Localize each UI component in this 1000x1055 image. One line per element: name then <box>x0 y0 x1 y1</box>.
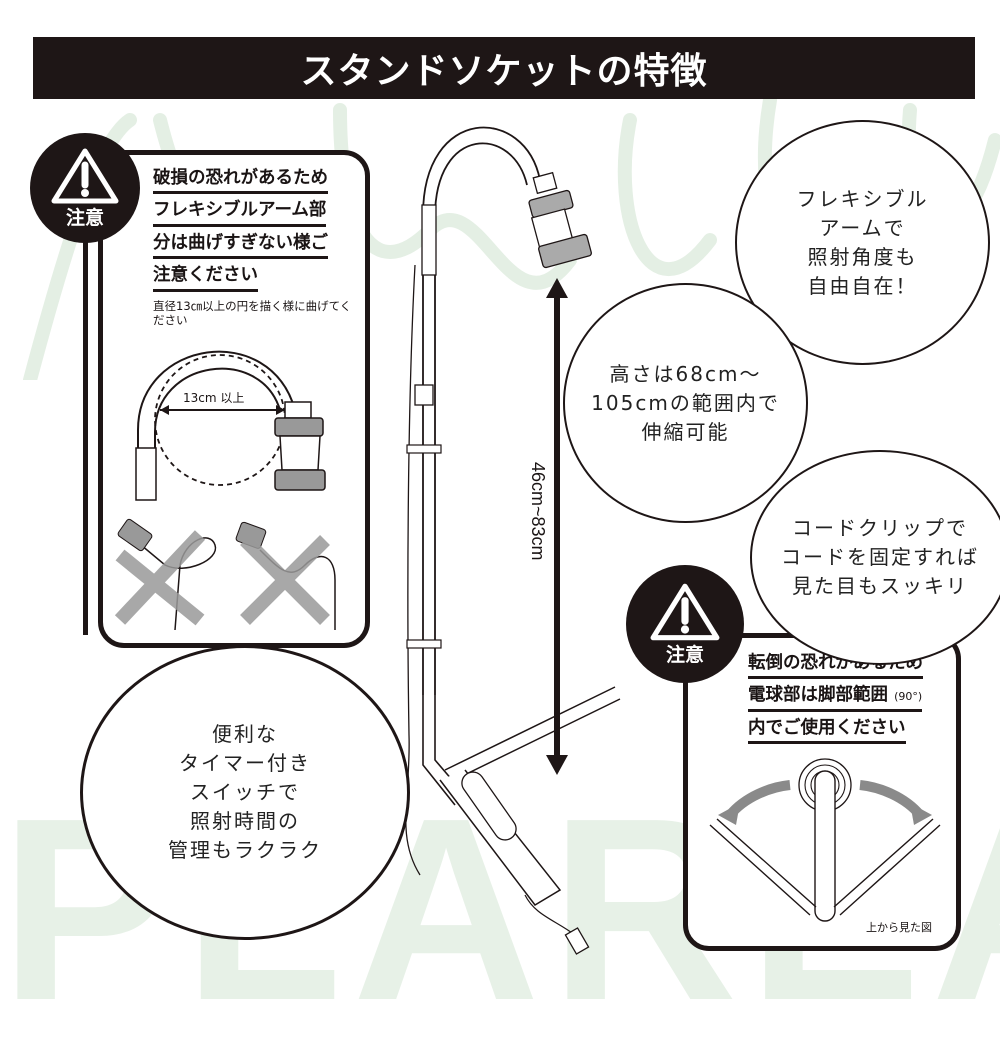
bubble-timer-switch: 便利な タイマー付き スイッチで 照射時間の 管理もラクラク <box>80 645 410 940</box>
dimension-label: 46cm~83cm <box>528 462 548 561</box>
wrong-bend-s-curve-icon <box>235 521 336 630</box>
page-title: スタンドソケットの特徴 <box>300 51 708 92</box>
timer-switch-icon <box>461 771 517 841</box>
caution-line-1: 破損の恐れがあるため <box>153 167 328 195</box>
warning-triangle-icon <box>650 583 720 640</box>
dimension-arrow-up-icon <box>546 278 568 298</box>
bubble-flexible-arm: フレキシブル アームで 照射角度も 自由自在！ <box>735 120 990 365</box>
bubble-height-range: 高さは68cm～ 105cmの範囲内で 伸縮可能 <box>563 283 808 523</box>
top-view-caption: 上から見た図 <box>866 921 932 934</box>
caution-lines: 破損の恐れがあるため フレキシブルアーム部 分は曲げすぎない様ご 注意ください <box>153 167 355 297</box>
stand-socket-illustration <box>405 126 621 955</box>
caution-badge-bottom: 注意 <box>626 565 744 683</box>
caution-line-2: フレキシブルアーム部 <box>153 199 327 227</box>
page-title-bar: スタンドソケットの特徴 <box>33 37 975 99</box>
plug-icon <box>564 927 590 955</box>
caution-lines: 転倒の恐れがあるため 電球部は脚部範囲 (90°) 内でご使用ください <box>748 652 948 749</box>
wrong-bend-loop-icon <box>114 518 217 631</box>
bend-radius-label: 13cm 以上 <box>183 391 245 405</box>
warning-triangle-icon <box>51 148 119 203</box>
badge-stem-top <box>83 240 88 635</box>
caution-line-3: 分は曲げすぎない様ご <box>153 232 328 260</box>
top-view-leg-range-illustration <box>709 758 941 922</box>
bend-radius-illustration <box>114 350 336 631</box>
caution-badge-top: 注意 <box>30 133 140 243</box>
caution-badge-label: 注意 <box>65 206 104 229</box>
bubble-cord-clip: コードクリップで コードを固定すれば 見た目もスッキリ <box>750 450 1000 665</box>
caution-line-3: 内でご使用ください <box>748 717 906 745</box>
dimension-arrow <box>554 295 560 760</box>
dimension-arrow-down-icon <box>546 755 568 775</box>
arrow-left-icon <box>718 803 740 825</box>
caution-note: 直径13㎝以上の円を描く様に曲げてください <box>153 298 352 327</box>
arrow-right-icon <box>910 803 932 825</box>
socket-icon <box>274 401 326 491</box>
caution-line-4: 注意ください <box>153 264 258 292</box>
caution-line-2: 電球部は脚部範囲 (90°) <box>748 684 923 712</box>
caution-badge-label: 注意 <box>665 643 704 666</box>
